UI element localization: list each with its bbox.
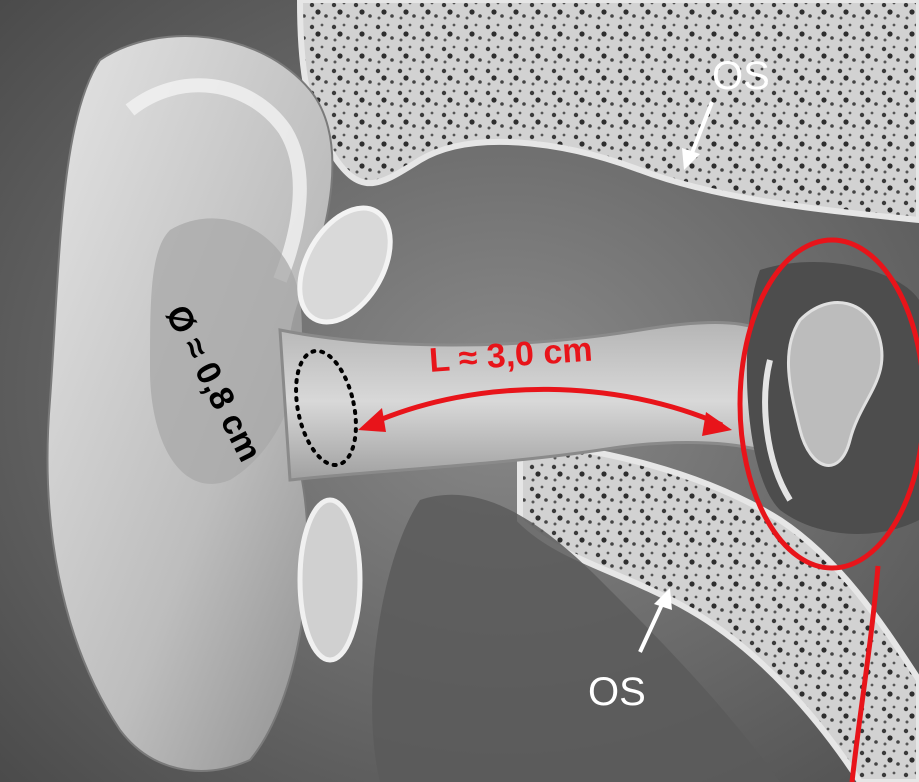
bone-label-bottom: OS bbox=[588, 672, 646, 712]
cartilage-lower bbox=[300, 500, 360, 660]
bone-label-top: OS bbox=[712, 56, 770, 96]
